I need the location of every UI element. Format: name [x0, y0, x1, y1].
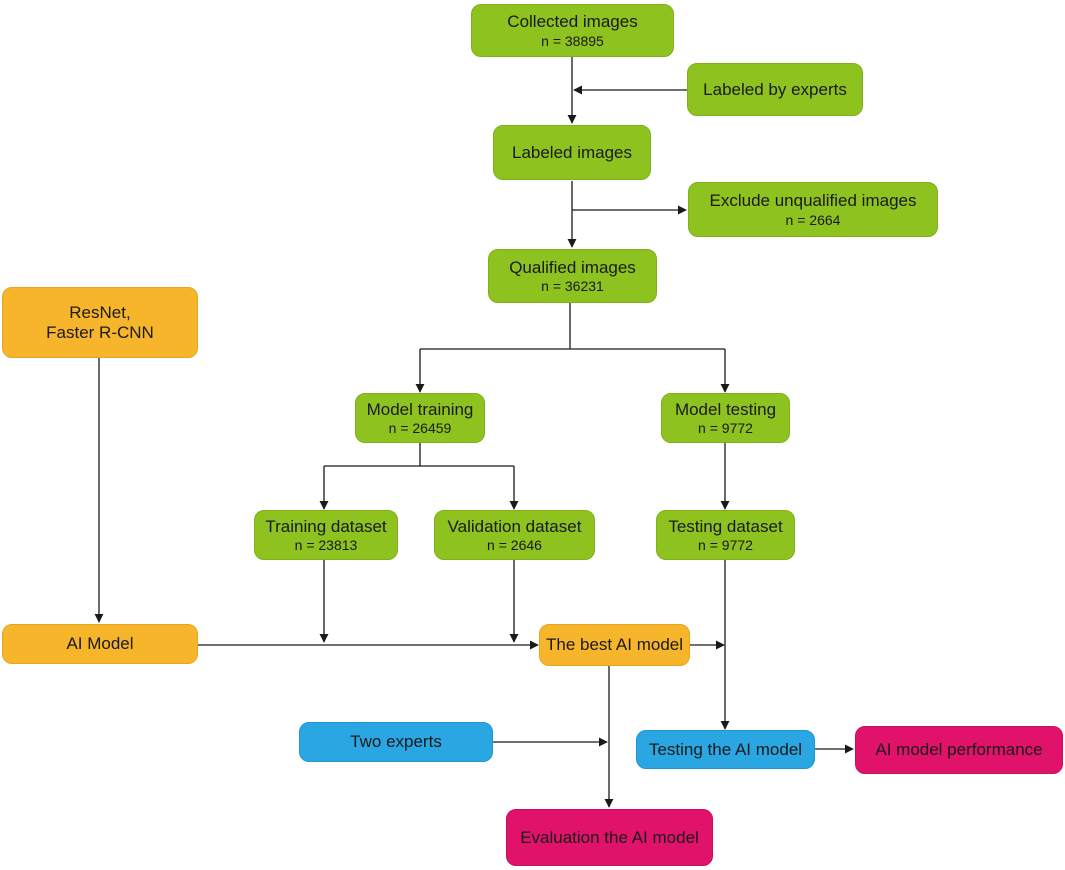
node-title: Exclude unqualified images: [709, 191, 917, 211]
node-evaluation-ai-model: Evaluation the AI model: [506, 809, 713, 866]
node-two-experts: Two experts: [299, 722, 493, 762]
node-title: Qualified images: [509, 257, 636, 277]
node-title: Labeled by experts: [703, 79, 847, 99]
node-count: n = 26459: [388, 420, 452, 437]
node-testing-dataset: Testing dataset n = 9772: [656, 510, 795, 560]
node-training-dataset: Training dataset n = 23813: [254, 510, 398, 560]
node-count: n = 9772: [698, 420, 753, 437]
node-title: Evaluation the AI model: [520, 827, 699, 847]
node-title: Labeled images: [511, 142, 633, 162]
node-title: Two experts: [350, 732, 442, 752]
node-title: Testing dataset: [668, 516, 783, 536]
node-exclude-unqualified: Exclude unqualified images n = 2664: [688, 182, 938, 237]
node-count: n = 38895: [541, 32, 604, 49]
node-line1: ResNet,: [69, 302, 131, 322]
node-title: Model testing: [674, 399, 777, 419]
node-ai-model: AI Model: [2, 624, 198, 664]
node-labeled-by-experts: Labeled by experts: [687, 63, 863, 116]
node-count: n = 2664: [785, 211, 841, 228]
node-title: AI model performance: [875, 740, 1043, 760]
node-title: Collected images: [507, 12, 638, 32]
node-title: Training dataset: [265, 516, 387, 536]
node-model-testing: Model testing n = 9772: [661, 393, 790, 443]
node-title: Validation dataset: [447, 516, 582, 536]
node-count: n = 36231: [541, 278, 604, 295]
node-count: n = 9772: [698, 537, 753, 554]
node-model-training: Model training n = 26459: [355, 393, 485, 443]
node-ai-model-performance: AI model performance: [855, 726, 1063, 774]
node-resnet-faster-rcnn: ResNet, Faster R-CNN: [2, 287, 198, 358]
node-best-ai-model: The best AI model: [539, 624, 690, 666]
node-title: The best AI model: [545, 635, 684, 655]
node-title: AI Model: [66, 634, 134, 654]
node-validation-dataset: Validation dataset n = 2646: [434, 510, 595, 560]
node-testing-ai-model: Testing the AI model: [636, 730, 815, 769]
node-title: Model training: [366, 399, 474, 419]
node-line2: Faster R-CNN: [46, 322, 154, 342]
node-title: Testing the AI model: [648, 739, 803, 759]
node-labeled-images: Labeled images: [493, 125, 651, 180]
node-count: n = 2646: [487, 537, 542, 554]
node-collected-images: Collected images n = 38895: [471, 4, 674, 57]
node-qualified-images: Qualified images n = 36231: [488, 249, 657, 303]
node-count: n = 23813: [294, 537, 358, 554]
